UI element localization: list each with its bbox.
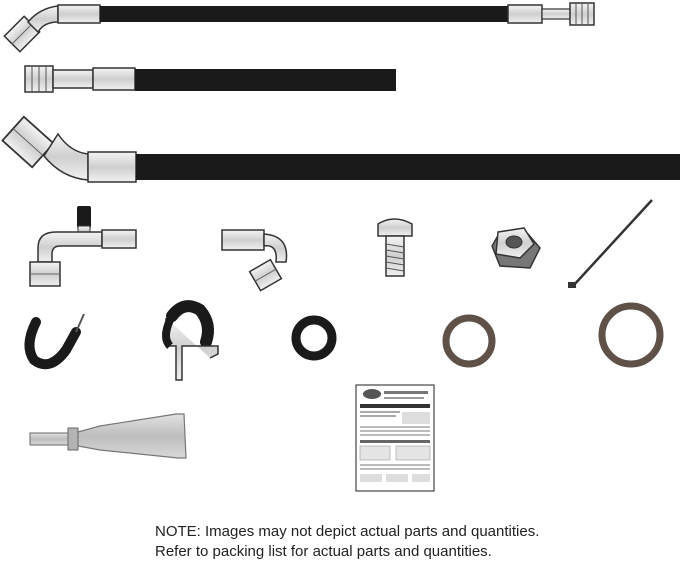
nut [491, 227, 541, 269]
zip-tie [568, 199, 653, 288]
lubricant-tube [29, 413, 187, 459]
hose-assembly-45-female-fitting [3, 2, 595, 53]
note-line-2: Refer to packing list for actual parts a… [155, 543, 492, 560]
instruction-sheet [355, 384, 435, 492]
hose-straight-female-fitting [24, 65, 396, 93]
bolt [377, 218, 413, 277]
90-degree-hose-fitting [221, 229, 288, 292]
o-ring-medium [442, 314, 496, 368]
p-clamp-large [162, 300, 219, 381]
hose-large-45-female-fitting [1, 115, 680, 183]
large-hex-nut-icon [1, 115, 55, 169]
o-ring-large [598, 302, 664, 368]
note-line-1: NOTE: Images may not depict actual parts… [155, 523, 540, 540]
p-clamp-small [24, 313, 85, 370]
o-ring-small [291, 315, 337, 361]
service-port-90-fitting [29, 206, 137, 287]
